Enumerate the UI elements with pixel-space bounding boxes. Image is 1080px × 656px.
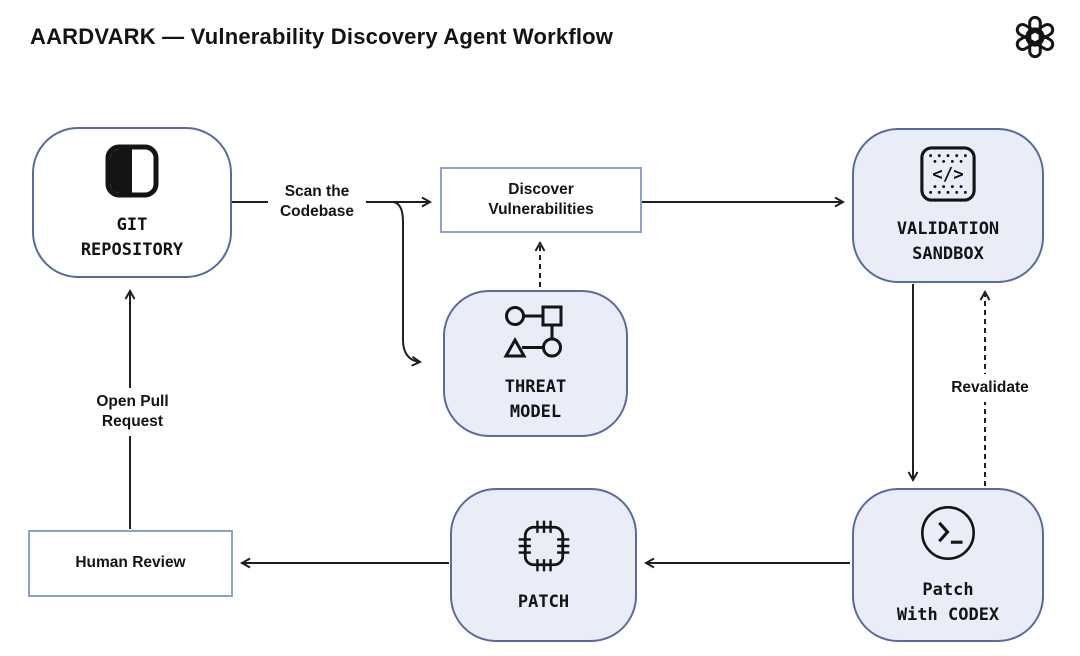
node-label: THREAT MODEL [504,376,567,422]
threat-model-icon [502,303,569,366]
git-repository-icon [104,143,160,204]
node-label: Discover Vulnerabilities [488,180,594,218]
node-label: Patch With CODEX [896,580,1000,625]
sandbox-code-icon: </> [919,145,977,208]
svg-text:</>: </> [932,165,963,185]
node-validation-sandbox: </> VALIDATION SANDBOX [852,128,1044,283]
node-patch: PATCH [450,488,637,642]
node-patch-with-codex: Patch With CODEX [852,488,1044,642]
edge-label-revalidate: Revalidate [941,374,1039,403]
terminal-icon [917,502,979,569]
node-threat-model: THREAT MODEL [443,290,628,437]
edge-label-open-pull-request: Open Pull Request [82,388,183,437]
patch-icon [514,516,574,581]
node-label: Human Review [75,554,186,572]
edge-git-to-threat-model [392,201,420,362]
node-discover-vulnerabilities: Discover Vulnerabilities [440,167,642,233]
node-human-review: Human Review [28,530,233,597]
edge-label-scan-the-codebase: Scan the Codebase [268,178,366,227]
openai-logo-icon [1012,14,1060,62]
page-title: AARDVARK — Vulnerability Discovery Agent… [30,24,614,49]
node-label: GIT REPOSITORY [80,214,184,260]
node-git-repository: GIT REPOSITORY [32,127,232,278]
node-label: VALIDATION SANDBOX [896,218,1000,264]
node-label: PATCH [517,591,570,612]
